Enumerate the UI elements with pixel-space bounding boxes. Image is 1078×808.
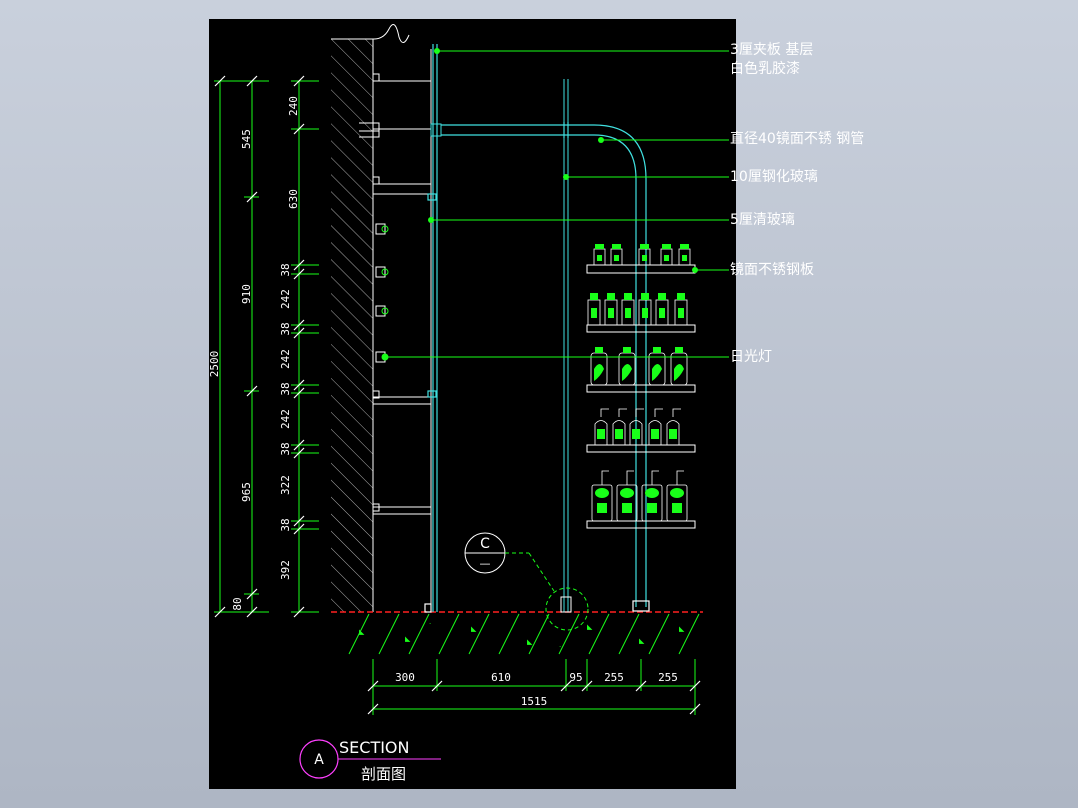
dim-outer-label: 965 xyxy=(240,482,253,502)
dim-inner-label: 38 xyxy=(279,518,292,531)
dim-inner-label: 242 xyxy=(279,349,292,369)
fluorescent-lights xyxy=(375,223,389,363)
annotation-leaders xyxy=(385,50,729,358)
leader-dots xyxy=(382,48,698,360)
wall-section xyxy=(331,24,410,612)
dim-bottom-label: 255 xyxy=(658,671,678,684)
label-tempered-glass: 10厘钢化玻璃 xyxy=(730,169,818,185)
label-stainless-pipe: 直径40镜面不锈 钢管 xyxy=(730,131,865,147)
wall-framing xyxy=(372,49,432,612)
dim-inner-label: 240 xyxy=(287,96,300,116)
dim-bottom-total: 1515 xyxy=(521,695,548,708)
ground-section: ◣ ◣ ◣ ◣ ◣ ◣ ◣ · · xyxy=(331,611,703,655)
dim-bottom-label: 95 xyxy=(569,671,582,684)
dim-inner-label: 38 xyxy=(279,442,292,455)
svg-text:·: · xyxy=(429,620,431,628)
bottles-row-5 xyxy=(591,470,688,522)
dim-inner-label: 242 xyxy=(279,289,292,309)
label-clear-glass: 5厘清玻璃 xyxy=(730,212,795,228)
bottles-row-3 xyxy=(590,347,688,386)
label-white-latex-paint: 白色乳胶漆 xyxy=(730,61,800,77)
svg-text:·: · xyxy=(559,643,561,651)
dim-outer-label: 910 xyxy=(240,284,253,304)
dim-inner-label: 392 xyxy=(279,560,292,580)
svg-text:◣: ◣ xyxy=(587,623,593,631)
section-title: SECTION xyxy=(339,738,410,757)
left-dimension-lines xyxy=(214,80,319,613)
dim-inner-label: 38 xyxy=(279,382,292,395)
dim-inner-label: 242 xyxy=(279,409,292,429)
pipe-wall-mount xyxy=(359,122,442,138)
dim-outer-label: 80 xyxy=(231,597,244,610)
section-marker-letter: A xyxy=(314,752,324,768)
section-title-block: A SECTION 剖面图 xyxy=(299,738,441,783)
label-fluorescent-light: 日光灯 xyxy=(730,349,772,365)
svg-text:◣: ◣ xyxy=(639,637,645,645)
dim-inner-label: 322 xyxy=(279,475,292,495)
glass-panel xyxy=(424,44,438,613)
dim-total-2500: 2500 xyxy=(209,351,221,378)
dims-inner: 240 38 242 38 242 38 242 38 322 38 392 xyxy=(279,96,300,580)
callout-bottom: — xyxy=(480,557,491,570)
dim-inner-label: 38 xyxy=(279,263,292,276)
dim-bottom-label: 300 xyxy=(395,671,415,684)
section-drawing: ◣ ◣ ◣ ◣ ◣ ◣ ◣ · · xyxy=(209,24,729,783)
dim-bottom-label: 610 xyxy=(491,671,511,684)
svg-text:◣: ◣ xyxy=(471,625,477,633)
label-plywood-base: 3厘夹板 基层 xyxy=(730,42,814,58)
dim-outer-label: 545 xyxy=(240,129,253,149)
dim-total-label: 2500 xyxy=(209,351,221,378)
dim-bottom-label: 255 xyxy=(604,671,624,684)
bottom-dimension-ticks xyxy=(367,680,701,715)
bottles-row-2 xyxy=(587,293,688,326)
dims-outer: 545 630 910 965 80 xyxy=(231,129,300,611)
bottles-row-4 xyxy=(594,408,681,445)
callout-top: C xyxy=(480,536,490,552)
dim-outer-label: 630 xyxy=(287,189,300,209)
section-subtitle: 剖面图 xyxy=(361,765,406,783)
bottom-dimension-labels: 300 610 95 255 255 1515 xyxy=(395,671,678,708)
left-dimension-ticks xyxy=(214,75,305,618)
svg-text:◣: ◣ xyxy=(679,625,685,633)
detail-callout: C — xyxy=(464,532,589,631)
tempered-glass-vertical xyxy=(560,79,572,613)
svg-text:◣: ◣ xyxy=(527,638,533,646)
label-stainless-plate: 镜面不锈钢板 xyxy=(730,262,814,278)
cad-drawing-canvas: ◣ ◣ ◣ ◣ ◣ ◣ ◣ · · xyxy=(209,19,736,789)
dim-inner-label: 38 xyxy=(279,322,292,335)
bottles-row-1 xyxy=(593,244,691,266)
svg-text:◣: ◣ xyxy=(405,635,411,643)
svg-text:◣: ◣ xyxy=(359,628,365,636)
